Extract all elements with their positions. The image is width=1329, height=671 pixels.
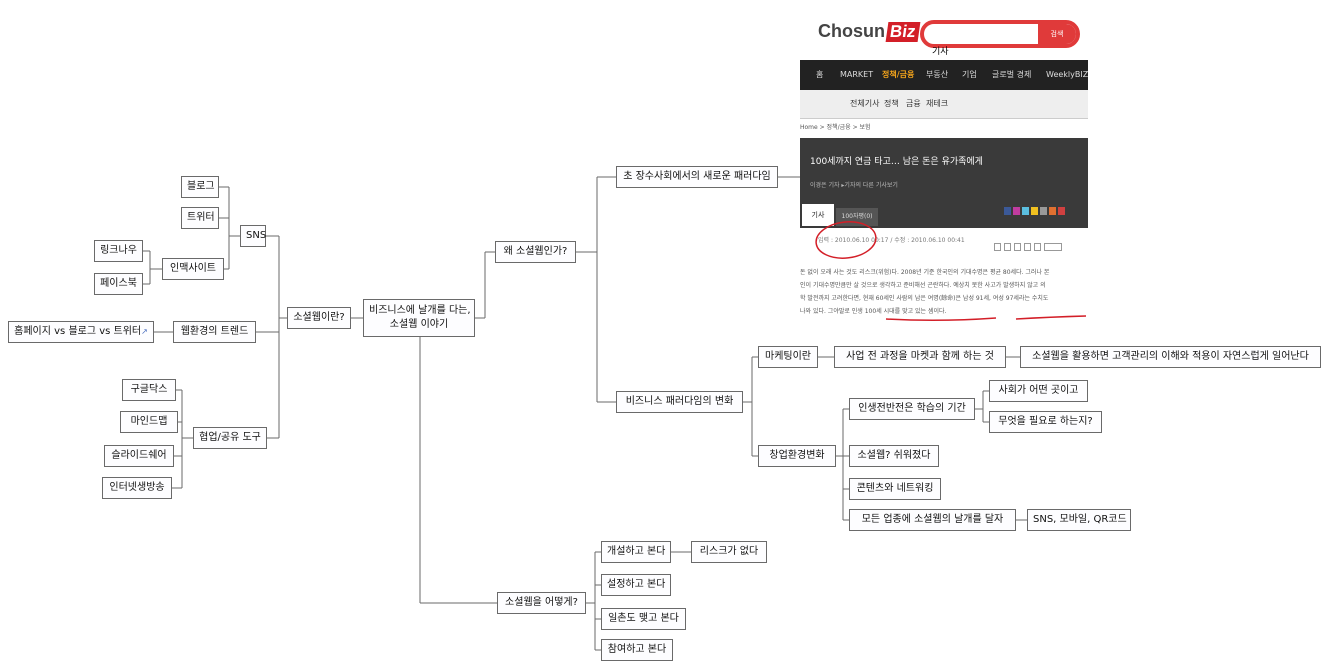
subnav-investment[interactable]: 재테크	[926, 99, 949, 108]
font-up-icon[interactable]	[1024, 243, 1031, 251]
node-join-see[interactable]: 참여하고 본다	[601, 639, 673, 661]
node-sns[interactable]: SNS	[240, 225, 266, 247]
node-what-is-social-web[interactable]: 소셜웹이란?	[287, 307, 351, 329]
font-down-icon[interactable]	[1034, 243, 1041, 251]
node-homepage-vs-blog-vs-twitter[interactable]: 홈페이지 vs 블로그 vs 트위터↗	[8, 321, 154, 343]
subnav-all[interactable]: 전체기사	[850, 99, 880, 108]
nav-policy-finance[interactable]: 정책/금융	[882, 70, 915, 79]
center-line-2: 소셜웹 이야기	[389, 319, 449, 330]
center-line-1: 비즈니스에 날개를 다는,	[369, 305, 471, 316]
node-all-business[interactable]: 모든 업종에 소셜웹의 날개를 달자	[849, 509, 1016, 531]
article-header: 100세까지 연금 타고… 남은 돈은 유가족에게 이경은 기자 ▸기자의 다른…	[800, 138, 1088, 228]
article-headline: 100세까지 연금 타고… 남은 돈은 유가족에게	[810, 157, 983, 167]
node-marketing-social[interactable]: 소셜웹을 활용하면 고객관리의 이해와 적용이 자연스럽게 일어난다	[1020, 346, 1321, 368]
logo-text: Chosun	[818, 21, 885, 41]
email-icon[interactable]	[1004, 243, 1011, 251]
nav-global[interactable]: 글로벌 경제	[992, 70, 1032, 79]
node-linkednow[interactable]: 링크나우	[94, 240, 143, 262]
yozm-share-icon[interactable]	[1031, 207, 1038, 215]
share-icons	[1004, 200, 1084, 215]
node-relation-see[interactable]: 일촌도 맺고 본다	[601, 608, 686, 630]
node-facebook[interactable]: 페이스북	[94, 273, 143, 295]
body-line-1: 돈 없이 오래 사는 것도 리스크(위험)다. 2008년 기준 한국인의 기대…	[800, 269, 1050, 276]
print-icon[interactable]	[994, 243, 1001, 251]
node-startup-env[interactable]: 창업환경변화	[758, 445, 836, 467]
node-how-social-web[interactable]: 소셜웹을 어떻게?	[497, 592, 586, 614]
node-google-docs[interactable]: 구글닥스	[122, 379, 176, 401]
nav-home[interactable]: 홈	[816, 70, 824, 79]
body-line-2: 인이 기대수명만큼만 살 것으로 생각하고 준비해선 곤란하다. 예상치 못한 …	[800, 282, 1046, 289]
text-underline-annotation-2	[1015, 315, 1087, 320]
subnav-policy[interactable]: 정책	[884, 99, 899, 108]
twitter-share-icon[interactable]	[1013, 207, 1020, 215]
bookmark-share-icon[interactable]	[1040, 207, 1047, 215]
node-web-trend[interactable]: 웹환경의 트렌드	[173, 321, 256, 343]
node-collab-tools[interactable]: 협업/공유 도구	[193, 427, 267, 449]
node-twitter[interactable]: 트위터	[181, 207, 219, 229]
node-learning-period[interactable]: 인생전반전은 학습의 기간	[849, 398, 975, 420]
node-blog[interactable]: 블로그	[181, 176, 219, 198]
nav-weeklybiz[interactable]: WeeklyBIZ	[1046, 70, 1088, 79]
body-line-3: 학 발전까지 고려한다면, 현재 60세인 사람의 남은 여명(餘命)은 남성 …	[800, 295, 1049, 302]
node-social-easy[interactable]: 소셜웹? 쉬워졌다	[849, 445, 939, 467]
node-marketing-process[interactable]: 사업 전 과정을 마켓과 함께 하는 것	[834, 346, 1006, 368]
node-slideshare[interactable]: 슬라이드쉐어	[104, 445, 174, 467]
node-network-site[interactable]: 인맥사이트	[162, 258, 224, 280]
node-society-place[interactable]: 사회가 어떤 곳이고	[989, 380, 1088, 402]
node-sns-mobile-qr[interactable]: SNS, 모바일, QR코드	[1027, 509, 1131, 531]
print-share-icon[interactable]	[1049, 207, 1056, 215]
article-nav-bar: 홈 MARKET 정책/금융 부동산 기업 글로벌 경제 WeeklyBIZ	[800, 60, 1088, 90]
nav-company[interactable]: 기업	[962, 70, 977, 79]
center-topic[interactable]: 비즈니스에 날개를 다는, 소셜웹 이야기	[363, 299, 475, 337]
me2day-share-icon[interactable]	[1022, 207, 1029, 215]
subnav-finance[interactable]: 금융	[906, 99, 921, 108]
red-annotations	[815, 221, 1087, 322]
node-no-risk[interactable]: 리스크가 없다	[691, 541, 767, 563]
node-internet-broadcast[interactable]: 인터넷생방송	[102, 477, 172, 499]
node-biz-paradigm[interactable]: 비즈니스 패러다임의 변화	[616, 391, 743, 413]
date-circle-annotation	[815, 221, 877, 259]
link-icon: ↗	[141, 327, 148, 336]
more-icon[interactable]	[1044, 243, 1062, 251]
node-open-see[interactable]: 개설하고 본다	[601, 541, 671, 563]
article-tools	[994, 236, 1084, 251]
text-underline-annotation	[885, 317, 997, 322]
node-why-social-web[interactable]: 왜 소셜웹인가?	[495, 241, 576, 263]
article-dates: 입력 : 2010.06.10 00:17 / 수정 : 2010.06.10 …	[818, 237, 965, 244]
scrap-icon[interactable]	[1014, 243, 1021, 251]
nav-realestate[interactable]: 부동산	[926, 70, 949, 79]
homepage-vs-label: 홈페이지 vs 블로그 vs 트위터	[14, 326, 142, 337]
tab-article[interactable]: 기사	[802, 204, 834, 226]
node-longevity-paradigm[interactable]: 초 장수사회에서의 새로운 패러다임	[616, 166, 778, 188]
nav-market[interactable]: MARKET	[840, 70, 874, 79]
node-marketing-is[interactable]: 마케팅이란	[758, 346, 818, 368]
node-mindmap[interactable]: 마인드맵	[120, 411, 178, 433]
article-tag-word: 기사	[932, 47, 949, 57]
facebook-share-icon[interactable]	[1004, 207, 1011, 215]
article-search-button[interactable]: 검색	[1038, 24, 1076, 44]
article-sub-nav: 전체기사 정책 금융 재테크	[800, 90, 1088, 119]
article-search-box[interactable]: 검색	[920, 20, 1080, 48]
article-breadcrumb: Home > 정책/금융 > 보험	[800, 124, 871, 131]
mail-share-icon[interactable]	[1058, 207, 1065, 215]
node-setup-see[interactable]: 설정하고 본다	[601, 574, 671, 596]
node-contents-network[interactable]: 콘텐츠와 네트워킹	[849, 478, 941, 500]
node-what-needed[interactable]: 무엇을 필요로 하는지?	[989, 411, 1102, 433]
article-body: 돈 없이 오래 사는 것도 리스크(위험)다. 2008년 기준 한국인의 기대…	[800, 266, 1086, 318]
article-writer[interactable]: 이경은 기자 ▸기자의 다른 기사보기	[810, 182, 898, 189]
body-line-4: 나와 있다. 그야말로 인생 100세 시대를 맞고 있는 셈이다.	[800, 308, 947, 315]
